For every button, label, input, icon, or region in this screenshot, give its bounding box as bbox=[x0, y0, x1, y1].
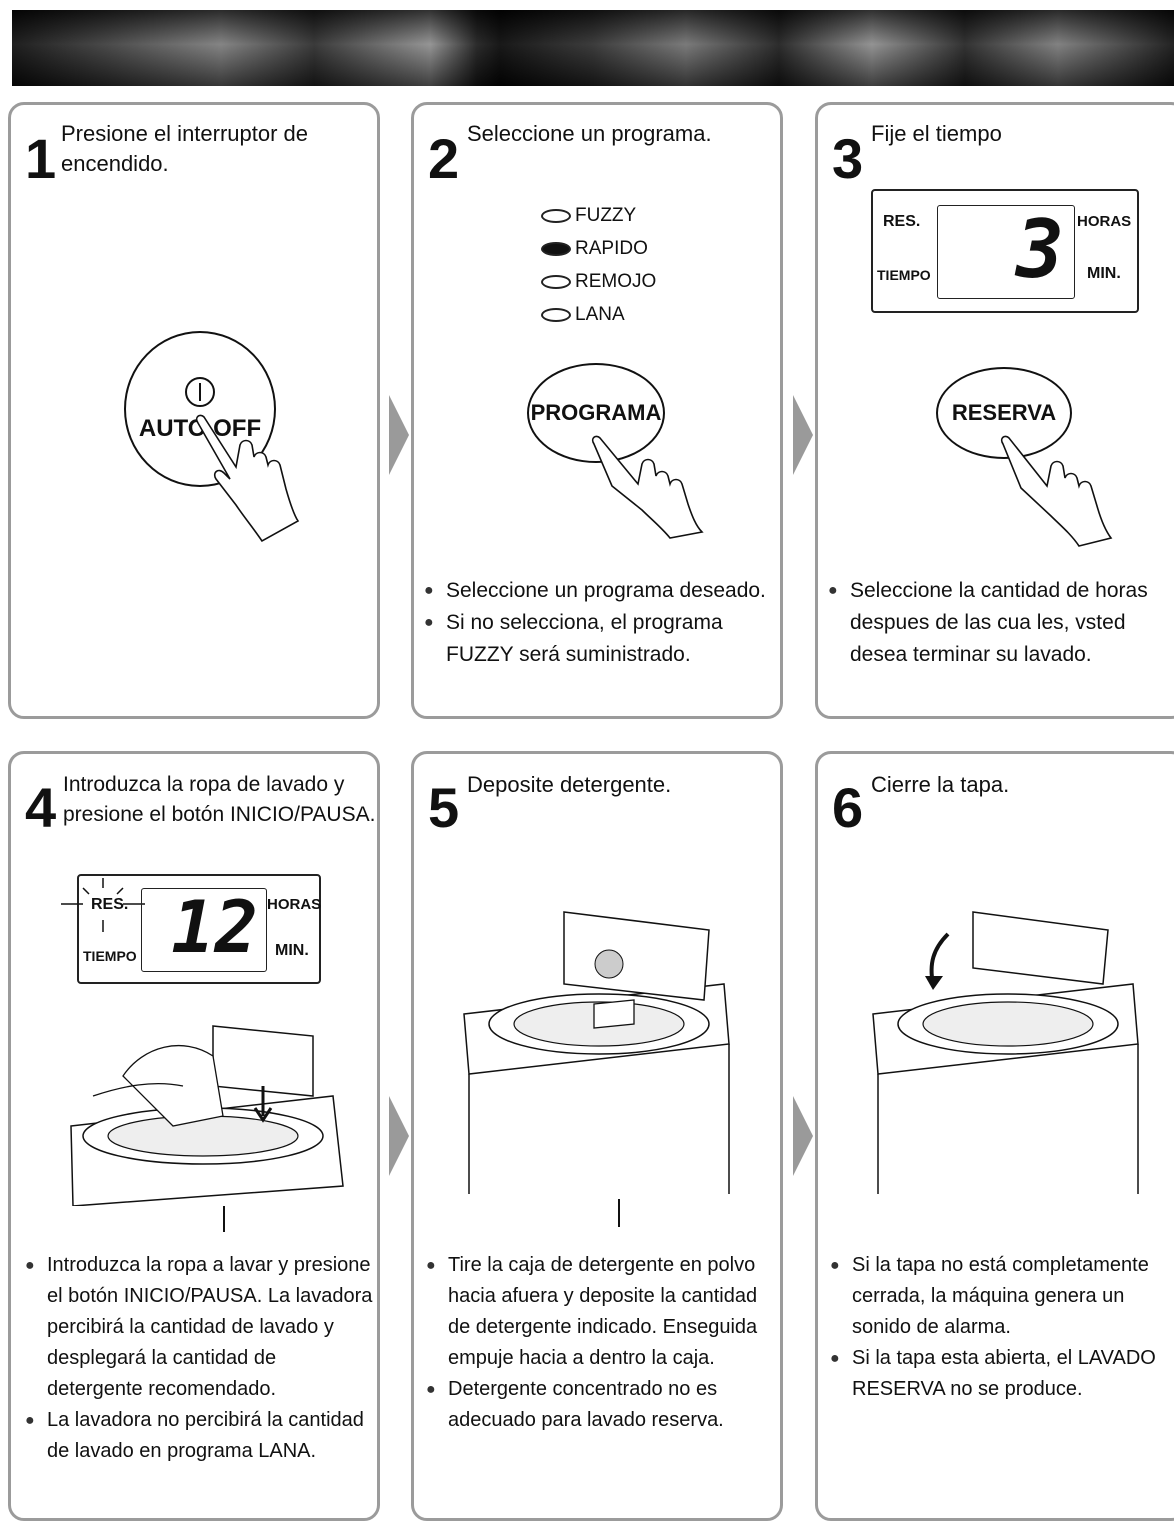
time-display: RES. TIEMPO 12 HORAS MIN. bbox=[61, 874, 322, 984]
bullet-list: Seleccione la cantidad de horas despues … bbox=[828, 575, 1174, 671]
time-value: 3 bbox=[1015, 203, 1064, 296]
programa-button[interactable]: PROGRAMA bbox=[527, 363, 665, 463]
washer-detergent-illustration bbox=[463, 911, 730, 1194]
step-1-panel: 1 Presione el interruptor de encendido. … bbox=[8, 102, 380, 719]
power-icon bbox=[185, 377, 215, 407]
program-option-lana[interactable]: LANA bbox=[541, 298, 656, 331]
step-heading: Fije el tiempo bbox=[871, 121, 1002, 146]
step-heading: Presione el interruptor de encendido. bbox=[61, 121, 309, 176]
min-label: MIN. bbox=[275, 942, 309, 959]
auto-off-button[interactable]: AUTO OFF bbox=[124, 331, 276, 487]
step-number: 3 bbox=[832, 127, 864, 190]
step-number: 6 bbox=[832, 776, 864, 839]
bullet-list: Seleccione un programa deseado. Si no se… bbox=[424, 575, 774, 671]
step-heading: Introduzca la ropa de lavado y presione … bbox=[63, 773, 376, 826]
washer-lid-closing-illustration bbox=[872, 911, 1139, 1194]
step-4-panel: 4 Introduzca la ropa de lavado y presion… bbox=[8, 751, 380, 1521]
next-arrow-icon bbox=[389, 1096, 409, 1176]
indicator-led-icon bbox=[541, 307, 571, 322]
bullet-item: Si la tapa esta abierta, el LAVADO RESER… bbox=[830, 1343, 1174, 1405]
bullet-item: Seleccione la cantidad de horas despues … bbox=[828, 575, 1174, 671]
step-heading: Deposite detergente. bbox=[467, 772, 672, 797]
tiempo-label: TIEMPO bbox=[877, 267, 931, 283]
horas-label: HORAS bbox=[1077, 213, 1132, 230]
step-heading: Seleccione un programa. bbox=[467, 121, 712, 146]
bullet-item: Si no selecciona, el programa FUZZY será… bbox=[424, 607, 774, 671]
res-label: RES. bbox=[91, 896, 129, 913]
program-options: FUZZY RAPIDO REMOJO LANA bbox=[541, 199, 656, 331]
time-value: 12 bbox=[171, 885, 258, 969]
washer-loading-illustration bbox=[70, 1025, 344, 1206]
divider bbox=[223, 1206, 225, 1232]
program-option-rapido[interactable]: RAPIDO bbox=[541, 232, 656, 265]
step-heading: Cierre la tapa. bbox=[871, 772, 1010, 797]
time-display: RES. TIEMPO 3 HORAS MIN. bbox=[871, 189, 1139, 313]
indicator-led-icon bbox=[541, 241, 571, 256]
lcd-screen: 3 bbox=[937, 205, 1075, 299]
step-6-panel: 6 Cierre la tapa. Si la tapa no está com… bbox=[815, 751, 1174, 1521]
indicator-led-icon bbox=[541, 208, 571, 223]
step-3-panel: 3 Fije el tiempo RES. TIEMPO 3 HORAS MIN… bbox=[815, 102, 1174, 719]
next-arrow-icon bbox=[793, 1096, 813, 1176]
step-number: 4 bbox=[25, 776, 57, 839]
hand-pointer-icon bbox=[195, 414, 300, 543]
bullet-item: Introduzca la ropa a lavar y presione el… bbox=[25, 1250, 375, 1405]
bullet-item: Si la tapa no está completamente cerrada… bbox=[830, 1250, 1174, 1343]
bullet-item: Detergente concentrado no es adecuado pa… bbox=[426, 1374, 776, 1436]
blink-indicator-icon bbox=[61, 878, 145, 932]
header-banner bbox=[12, 10, 1174, 86]
program-option-fuzzy[interactable]: FUZZY bbox=[541, 199, 656, 232]
divider bbox=[618, 1199, 620, 1227]
bullet-item: Tire la caja de detergente en polvo haci… bbox=[426, 1250, 776, 1374]
lcd-screen: 12 bbox=[141, 888, 267, 972]
next-arrow-icon bbox=[793, 395, 813, 475]
step-2-panel: 2 Seleccione un programa. FUZZY RAPIDO R… bbox=[411, 102, 783, 719]
step-number: 2 bbox=[428, 127, 460, 190]
bullet-list: Si la tapa no está completamente cerrada… bbox=[830, 1250, 1174, 1405]
horas-label: HORAS bbox=[267, 896, 322, 913]
min-label: MIN. bbox=[1087, 265, 1121, 282]
step-5-panel: 5 Deposite detergente. Tire la caja de d… bbox=[411, 751, 783, 1521]
res-label: RES. bbox=[883, 213, 921, 230]
hand-pointer-icon bbox=[1000, 435, 1113, 547]
bullet-item: Seleccione un programa deseado. bbox=[424, 575, 774, 607]
bullet-list: Tire la caja de detergente en polvo haci… bbox=[426, 1250, 776, 1436]
next-arrow-icon bbox=[389, 395, 409, 475]
bullet-list: Introduzca la ropa a lavar y presione el… bbox=[25, 1250, 375, 1467]
bullet-item: La lavadora no percibirá la cantidad de … bbox=[25, 1405, 375, 1467]
program-option-remojo[interactable]: REMOJO bbox=[541, 265, 656, 298]
indicator-led-icon bbox=[541, 274, 571, 289]
step-number: 5 bbox=[428, 776, 460, 839]
step-number: 1 bbox=[25, 127, 57, 190]
hand-pointer-icon bbox=[591, 435, 704, 539]
tiempo-label: TIEMPO bbox=[83, 948, 137, 964]
